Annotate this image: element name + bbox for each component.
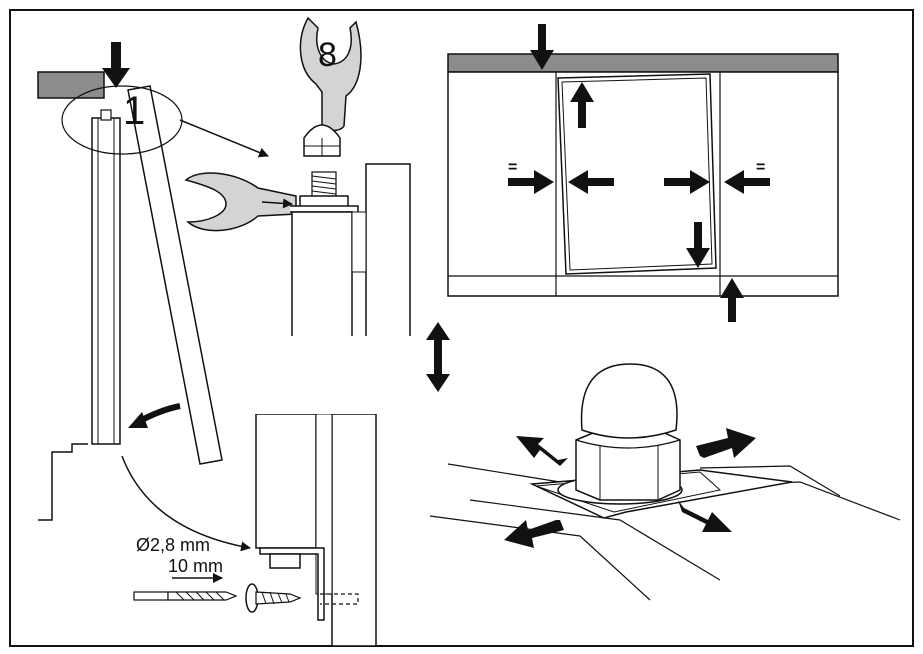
- pilot-hole: [320, 593, 359, 605]
- adjust-arrow-ne: [696, 428, 756, 458]
- cap-nut-detail-view: [429, 363, 901, 601]
- cabinet-panel-bottom: [331, 413, 377, 647]
- acorn-dome: [580, 363, 678, 439]
- door-up-arrow: [570, 82, 594, 128]
- alignment-view: = =: [447, 24, 839, 322]
- drill-depth-label: 10 mm: [168, 556, 224, 576]
- detail-callout-ellipse: [61, 85, 183, 155]
- callout-leader-line: [179, 119, 269, 158]
- hex-nut: [575, 429, 681, 501]
- bottom-pivot: [269, 553, 301, 569]
- skewed-door: [557, 73, 717, 275]
- door-panel-bottom: [255, 413, 317, 549]
- gap-arrow-right-inner: [664, 170, 710, 194]
- bottom-hinge-view: [133, 404, 386, 647]
- adjust-arrow-se: [678, 500, 732, 532]
- hinge-pin-top: [100, 109, 112, 121]
- door-down-arrow: [686, 222, 710, 268]
- vertical-adjust-arrow: [426, 322, 450, 392]
- top-rail-block: [37, 71, 105, 99]
- door-tilt-view: [37, 42, 269, 552]
- door-panel-top: [291, 211, 353, 341]
- tilted-door: [127, 85, 223, 465]
- drill-bit: [133, 591, 238, 601]
- drill-diameter-label: Ø2,8 mm: [136, 535, 211, 555]
- gap-arrow-right-outer: [724, 170, 770, 194]
- cabinet-panel-top: [365, 163, 411, 341]
- gap-arrow-left-outer: [508, 170, 554, 194]
- diagram-frame: [9, 9, 914, 647]
- nut-tightening-view: [184, 16, 420, 346]
- bottom-detail-leader: [121, 455, 251, 552]
- cabinet-side-panel: [91, 117, 121, 445]
- adjust-arrow-sw: [504, 520, 564, 548]
- top-down-arrow: [530, 24, 554, 70]
- mounting-screw: [245, 583, 302, 613]
- size-8-wrench: [299, 16, 362, 132]
- gap-arrow-left-inner: [568, 170, 614, 194]
- worktop-strip: [447, 53, 839, 73]
- wrench-size-label: 8: [318, 36, 337, 74]
- bottom-l-bracket: [259, 547, 325, 621]
- step-number-label: 1: [123, 89, 146, 133]
- base-profile: [38, 443, 88, 521]
- equal-mark-right: =: [756, 159, 765, 176]
- adjust-arrow-nw: [516, 436, 568, 466]
- threaded-bolt: [311, 171, 337, 199]
- bottom-up-arrow: [720, 278, 744, 322]
- down-arrow: [102, 42, 130, 88]
- equal-mark-left: =: [508, 159, 517, 176]
- side-wrench: [184, 172, 297, 232]
